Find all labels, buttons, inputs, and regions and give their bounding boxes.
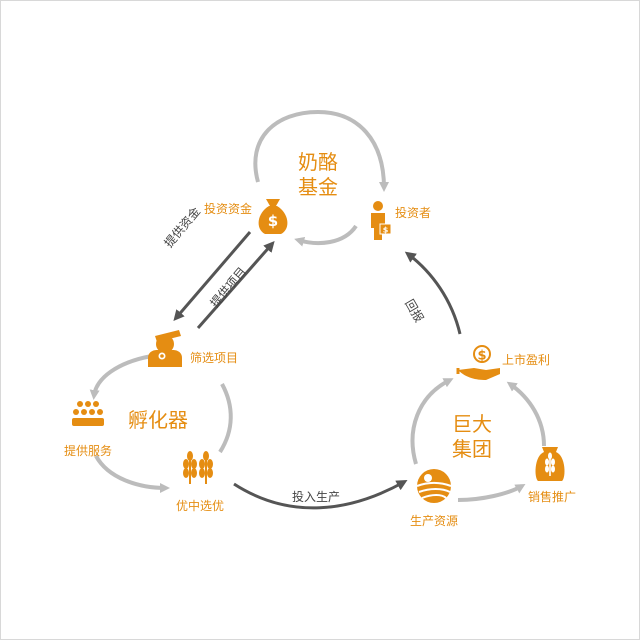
cycle-arrow-group-right	[506, 381, 546, 447]
flow-label-invest-production: 投入生产	[292, 490, 341, 504]
fund-title: 奶酪 基金	[292, 150, 344, 200]
flow-arrow-return	[404, 251, 462, 335]
field-icon	[416, 469, 452, 503]
fund-title-line1: 奶酪	[298, 150, 338, 174]
cycle-arrow-incubator-right	[218, 383, 233, 454]
group-title: 巨大 集团	[446, 412, 498, 462]
group-title-line2: 集团	[452, 437, 492, 461]
cycle-arrow-group-left	[410, 378, 454, 465]
label-capital: 投资资金	[204, 202, 253, 216]
investor-icon: $	[371, 201, 392, 240]
label-profit: 上市盈利	[502, 353, 551, 367]
svg-text:$: $	[477, 349, 486, 364]
cycle-arrow-incubator-left	[89, 354, 153, 400]
flow-arrow-invest-production	[233, 480, 408, 510]
label-investor: 投资者	[395, 206, 432, 220]
label-resource: 生产资源	[410, 514, 459, 528]
label-service: 提供服务	[64, 444, 113, 458]
fund-title-line2: 基金	[298, 175, 338, 199]
cycle-arrow-group-bottom	[457, 484, 526, 502]
group-title-line1: 巨大	[452, 412, 492, 436]
money-bag-icon: $	[258, 199, 288, 234]
hand-money-icon: $	[456, 345, 500, 380]
label-sales: 销售推广	[528, 490, 577, 504]
label-select: 优中选优	[176, 499, 225, 513]
incubator-title: 孵化器	[128, 408, 188, 432]
cycle-arrow-incubator-bottom	[94, 454, 170, 493]
grain-sack-icon	[535, 447, 565, 481]
service-hands-icon	[72, 401, 104, 426]
flow-arrow-provide-capital	[173, 231, 252, 322]
wheat-icon	[183, 451, 213, 484]
cycle-arrow-fund-bottom	[294, 224, 358, 247]
screening-hand-icon	[148, 330, 182, 367]
svg-text:$: $	[268, 212, 278, 230]
label-screen: 筛选项目	[190, 351, 239, 365]
cycle-arrow-fund-top	[253, 109, 389, 192]
svg-text:$: $	[383, 226, 389, 235]
flow-arrow-provide-project	[196, 240, 275, 329]
